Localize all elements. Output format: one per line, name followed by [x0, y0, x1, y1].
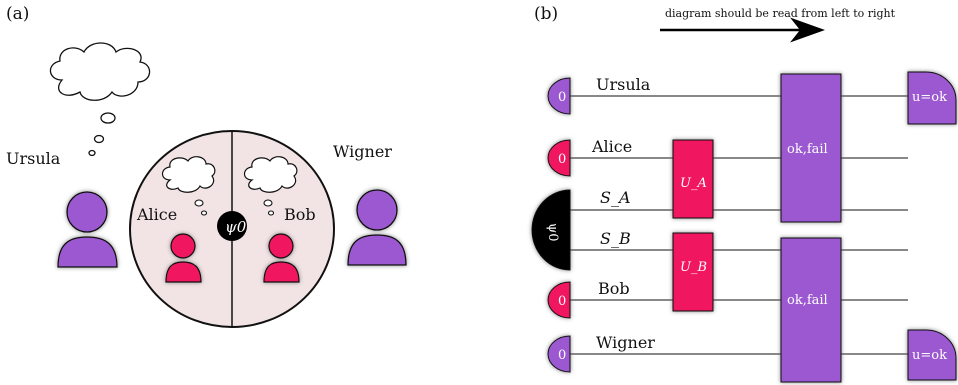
- input-ursula-label: 0: [558, 90, 566, 105]
- bob-thought-cloud: [243, 156, 298, 216]
- ursula-person-icon: [57, 191, 118, 268]
- wire-label-ursula: Ursula: [596, 75, 651, 94]
- wire-label-wigner: Wigner: [596, 333, 655, 352]
- input-bob-zero: [547, 281, 571, 319]
- wire-label-sa: S_A: [600, 188, 631, 207]
- gate-ub-label: U_B: [680, 260, 707, 275]
- alice-label: Alice: [136, 205, 177, 224]
- measurement-top-label: ok,fail: [787, 142, 828, 157]
- input-psi0: [531, 189, 571, 271]
- gate-ua-label: U_A: [680, 176, 707, 191]
- output-wigner: [907, 329, 957, 381]
- input-alice-label: 0: [558, 152, 566, 167]
- wigner-label: Wigner: [333, 142, 392, 161]
- wire-label-alice: Alice: [591, 137, 632, 156]
- panel-a-label: (a): [6, 4, 29, 24]
- alice-person-icon: [165, 233, 202, 283]
- initial-state-psi0: ψ0: [217, 211, 247, 241]
- measurement-bottom-label: ok,fail: [787, 293, 828, 308]
- output-ursula-label: u=ok: [912, 90, 947, 105]
- input-alice-zero: [547, 139, 571, 177]
- direction-note: diagram should be read from left to righ…: [665, 7, 896, 20]
- psi0-label: ψ0: [225, 218, 247, 236]
- ursula-thought-cloud: [49, 42, 151, 157]
- gate-ub: [672, 232, 714, 312]
- input-psi0-label: ψ0: [545, 223, 560, 241]
- input-bob-label: 0: [558, 294, 566, 309]
- wigner-person-icon: [347, 189, 407, 266]
- alice-thought-cloud: [161, 156, 216, 216]
- output-wigner-label: u=ok: [912, 348, 947, 363]
- measurement-bottom: [780, 237, 842, 383]
- bob-label: Bob: [284, 205, 316, 224]
- input-wigner-label: 0: [558, 348, 566, 363]
- circuit-wires: [570, 95, 908, 355]
- input-wigner-zero: [547, 335, 571, 373]
- measurement-top: [780, 73, 842, 223]
- output-ursula: [907, 71, 957, 125]
- wire-label-sb: S_B: [600, 229, 631, 248]
- ursula-label: Ursula: [6, 149, 61, 168]
- bob-person-icon: [263, 233, 300, 283]
- input-ursula-zero: [547, 77, 571, 115]
- wire-label-bob: Bob: [598, 279, 630, 298]
- gate-ua: [672, 139, 714, 219]
- panel-b-label: (b): [534, 4, 558, 24]
